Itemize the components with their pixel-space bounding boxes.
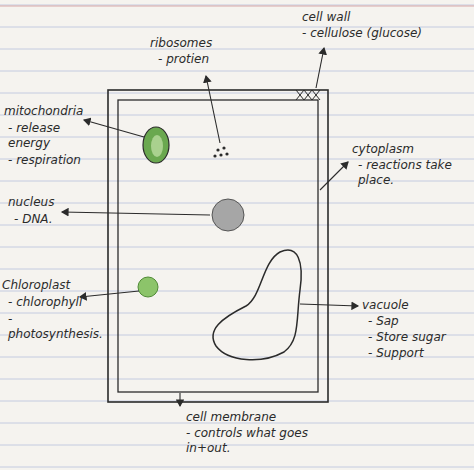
vacuole — [213, 250, 301, 360]
chloroplast — [138, 277, 158, 297]
ribosomes — [213, 146, 228, 157]
part-name: cell wall — [302, 10, 350, 25]
part-name: vacuole — [362, 298, 409, 313]
cell-wall — [108, 90, 328, 402]
part-note: - reactions take place. — [358, 158, 458, 188]
cell-membrane — [118, 100, 318, 392]
part-name: cytoplasm — [352, 142, 414, 157]
part-name: cell membrane — [186, 410, 276, 425]
part-note: - release energy — [8, 121, 88, 151]
part-name: ribosomes — [150, 36, 212, 51]
part-note: - protien — [158, 52, 209, 67]
part-note: - chlorophyll — [8, 295, 82, 310]
part-note: - Sap — [368, 314, 399, 329]
mitochondrion — [143, 127, 169, 163]
part-note: - respiration — [8, 153, 103, 168]
wall-hatch — [296, 90, 320, 100]
part-note: - Store sugar — [368, 330, 446, 345]
leader-lines — [62, 48, 358, 406]
part-note: - cellulose (glucose) — [302, 26, 432, 41]
nucleus — [212, 199, 244, 231]
part-note: - DNA. — [14, 212, 53, 227]
part-note: - photosynthesis. — [8, 312, 103, 342]
part-name: nucleus — [8, 195, 54, 210]
part-name: mitochondria — [4, 104, 83, 119]
margin-line — [0, 6, 474, 7]
part-name: Chloroplast — [2, 278, 70, 293]
mitochondrion-inner — [151, 135, 163, 157]
part-note: - Support — [368, 346, 424, 361]
part-note: - controls what goes in+out. — [186, 426, 356, 456]
